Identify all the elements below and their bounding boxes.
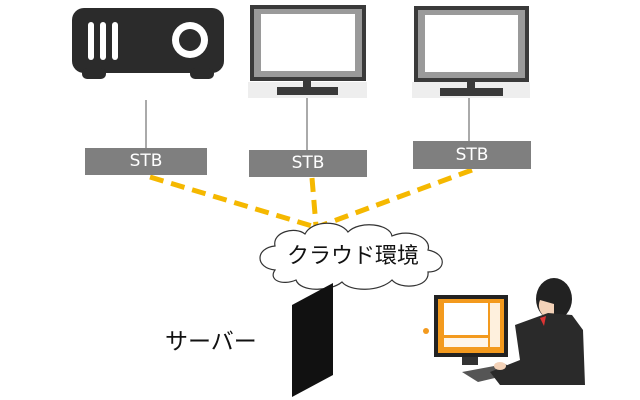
projector-icon bbox=[72, 8, 224, 79]
stb-label: STB bbox=[129, 151, 163, 171]
server-icon bbox=[292, 283, 333, 397]
stb-label: STB bbox=[455, 145, 489, 165]
cloud-label: クラウド環境 bbox=[286, 244, 419, 269]
stb-box-projector: STB bbox=[85, 148, 207, 175]
stb-box-monitor-1: STB bbox=[249, 150, 367, 177]
stb-label: STB bbox=[291, 153, 325, 173]
stb-box-monitor-2: STB bbox=[413, 141, 531, 169]
monitor-icon bbox=[248, 5, 367, 98]
network-dashes bbox=[149, 167, 473, 229]
server-label: サーバー bbox=[165, 329, 257, 355]
monitor-icon bbox=[412, 6, 530, 98]
operator-at-pc-icon bbox=[423, 278, 585, 385]
